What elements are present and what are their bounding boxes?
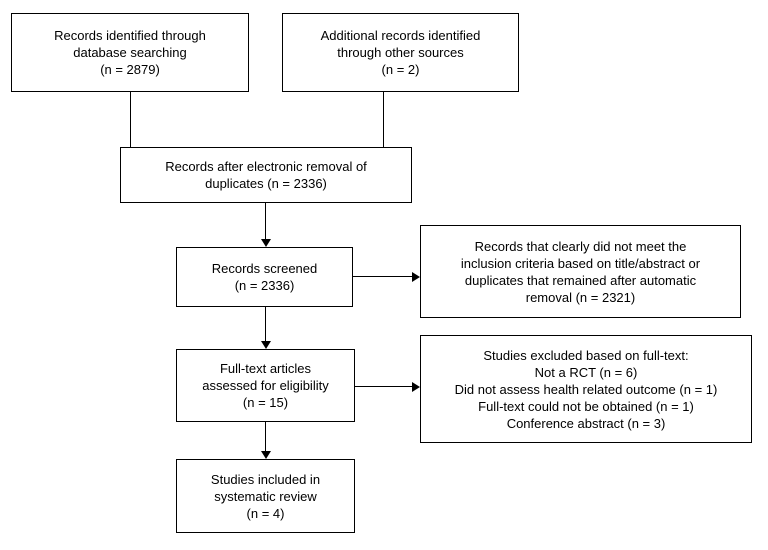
node-text: Full-text articles assessed for eligibil… (181, 360, 350, 411)
connector-fulltext-to-excluded (355, 386, 413, 387)
node-line: database searching (73, 45, 187, 60)
node-fulltext-excluded: Studies excluded based on full-text: Not… (420, 335, 752, 443)
node-line: systematic review (214, 488, 317, 504)
node-studies-included: Studies included in systematic review (n… (176, 459, 355, 533)
node-records-identified-database: Records identified through database sear… (11, 13, 249, 92)
node-text: Studies included in systematic review (n… (181, 471, 350, 522)
node-text: Records that clearly did not meet the in… (425, 238, 736, 306)
node-line: Records identified through (54, 28, 206, 43)
node-text: Additional records identified through ot… (287, 27, 514, 78)
node-line: (n = 2879) (100, 62, 160, 77)
node-line: (n = 4) (246, 505, 285, 521)
node-line: through other sources (337, 45, 464, 60)
arrowhead-fulltext-to-excluded (412, 382, 420, 392)
node-line: Studies included in (210, 471, 321, 487)
connector-fulltext-to-included (265, 422, 266, 451)
node-records-screened: Records screened (n = 2336) (176, 247, 353, 307)
node-line: Full-text articles (219, 361, 312, 376)
node-line: Records screened (211, 261, 318, 276)
node-line: (n = 2336) (234, 278, 295, 293)
arrowhead-screened-to-excluded (412, 272, 420, 282)
node-line: inclusion criteria based on title/abstra… (460, 255, 701, 271)
node-line: Conference abstract (n = 3) (506, 415, 666, 431)
arrowhead-fulltext-to-included (261, 451, 271, 459)
node-line: duplicates that remained after automatic (464, 272, 697, 288)
node-line: Full-text could not be obtained (n = 1) (478, 398, 694, 414)
connector-other-to-duplicates (383, 92, 384, 148)
node-line: Records that clearly did not meet the (474, 238, 687, 254)
node-line: (n = 2) (381, 62, 420, 77)
node-fulltext-assessed: Full-text articles assessed for eligibil… (176, 349, 355, 422)
node-records-after-duplicates: Records after electronic removal of dupl… (120, 147, 412, 203)
connector-screened-to-excluded (353, 276, 413, 277)
node-records-excluded: Records that clearly did not meet the in… (420, 225, 741, 318)
node-records-identified-other: Additional records identified through ot… (282, 13, 519, 92)
node-text: Records identified through database sear… (16, 27, 244, 78)
node-line: Did not assess health related outcome (n… (454, 381, 718, 397)
node-line: Records after electronic removal of (165, 159, 367, 174)
node-line: Additional records identified (320, 28, 481, 43)
node-text: Records screened (n = 2336) (181, 260, 348, 294)
connector-database-to-duplicates (130, 92, 131, 148)
node-text: Studies excluded based on full-text: Not… (425, 347, 747, 432)
node-line: Not a RCT (n = 6) (534, 364, 638, 380)
connector-screened-to-fulltext (265, 307, 266, 341)
node-line: (n = 15) (242, 395, 289, 410)
node-text: Records after electronic removal of dupl… (125, 158, 407, 192)
arrowhead-duplicates-to-screened (261, 239, 271, 247)
node-line: duplicates (n = 2336) (205, 176, 327, 191)
node-line: assessed for eligibility (202, 378, 329, 393)
arrowhead-screened-to-fulltext (261, 341, 271, 349)
node-line: Studies excluded based on full-text: (483, 347, 689, 363)
connector-duplicates-to-screened (265, 203, 266, 239)
node-line: removal (n = 2321) (525, 289, 636, 305)
